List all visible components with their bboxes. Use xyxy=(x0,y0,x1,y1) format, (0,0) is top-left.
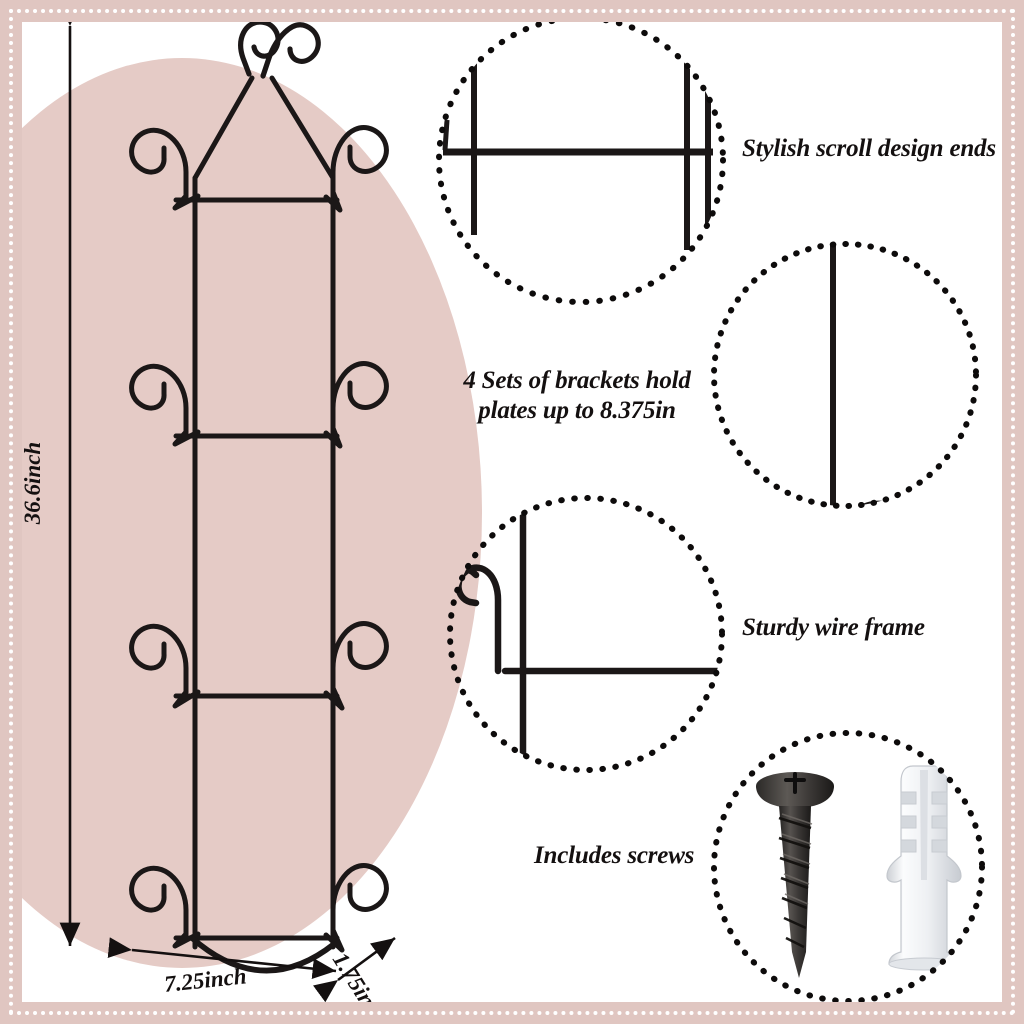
dimension-label-depth: 1.75inch xyxy=(327,948,393,1024)
dotted-circle-outline xyxy=(711,241,979,509)
background-blob xyxy=(0,58,482,968)
dimension-label-width: 7.25inch xyxy=(163,963,248,997)
dotted-circle-outline xyxy=(447,495,725,773)
screw-and-anchor-group xyxy=(756,765,962,978)
callout-brackets-line2: plates up to 8.375in xyxy=(478,396,676,424)
callout-screws-text: Includes screws xyxy=(534,842,695,869)
dotted-circle-outline xyxy=(711,730,985,1004)
dotted-circle-outline xyxy=(436,15,726,305)
wood-screw xyxy=(756,772,834,978)
callout-brackets-line1: 4 Sets of brackets hold xyxy=(463,367,691,394)
callout-wire-frame-text: Sturdy wire frame xyxy=(742,614,925,641)
dimension-label-height: 36.6inch xyxy=(20,441,46,525)
callout-brackets-text: 4 Sets of brackets hold plates up to 8.3… xyxy=(452,366,702,425)
callout-scroll-design-text: Stylish scroll design ends xyxy=(742,135,996,162)
wall-anchor xyxy=(886,765,962,971)
top-scroll-finials xyxy=(238,19,321,79)
